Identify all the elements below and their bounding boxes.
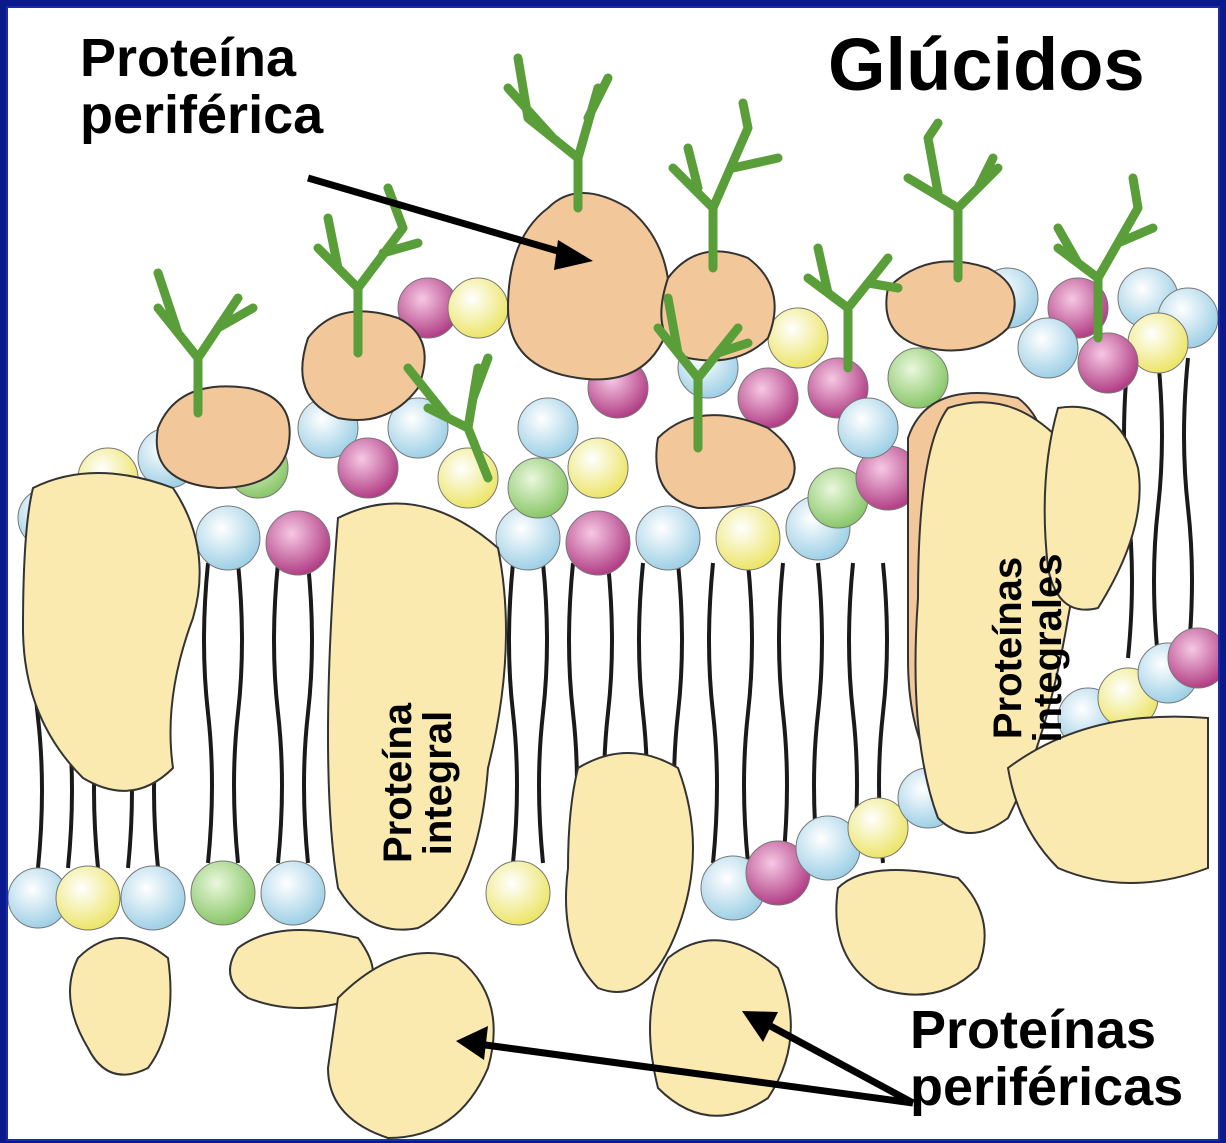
- label-line: integrales: [1028, 528, 1068, 768]
- label-line: integral: [418, 673, 458, 893]
- label-line: periféricas: [910, 1059, 1183, 1116]
- label-line: Proteínas: [988, 528, 1028, 768]
- label-line: Proteína: [378, 673, 418, 893]
- label-proteinas-integrales: Proteínas integrales: [988, 528, 1068, 768]
- label-proteinas-perifericas: Proteínas periféricas: [910, 1002, 1183, 1115]
- label-line: Proteínas: [910, 1002, 1183, 1059]
- label-proteina-periferica: Proteína periférica: [80, 30, 323, 143]
- label-proteina-integral: Proteína integral: [378, 673, 458, 893]
- label-line: periférica: [80, 87, 323, 144]
- label-glucidos: Glúcidos: [828, 26, 1145, 104]
- label-line: Proteína: [80, 30, 323, 87]
- diagram-frame: Glúcidos Proteína periférica Proteína in…: [6, 6, 1220, 1141]
